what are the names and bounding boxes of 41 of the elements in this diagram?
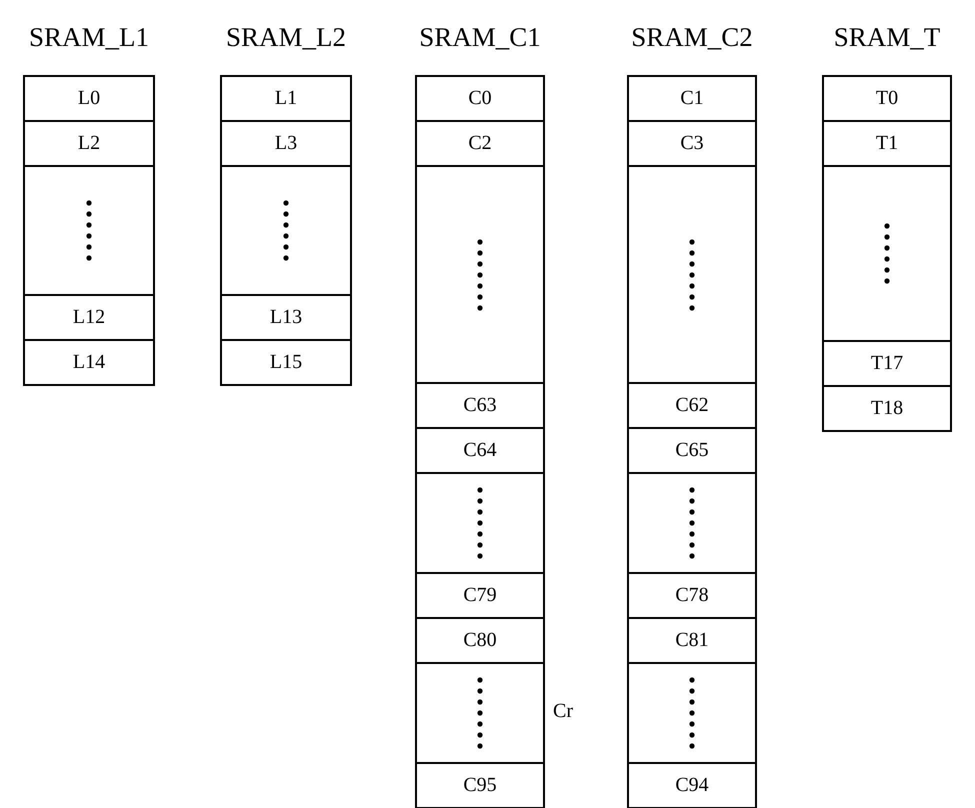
memory-cell: L12 <box>23 294 155 341</box>
memory-cell: C3 <box>627 120 757 167</box>
ellipsis-cell <box>822 165 952 342</box>
memory-cell: C0 <box>415 75 545 122</box>
ellipsis-cell <box>415 165 545 384</box>
ellipsis-cell <box>627 662 757 764</box>
memory-cell: C79 <box>415 572 545 619</box>
memory-cell: L0 <box>23 75 155 122</box>
region-label: Cr <box>553 700 573 723</box>
memory-cell: C65 <box>627 427 757 474</box>
memory-cell: C64 <box>415 427 545 474</box>
memory-cell: C2 <box>415 120 545 167</box>
memory-cell: L3 <box>220 120 352 167</box>
memory-cell: C1 <box>627 75 757 122</box>
memory-cell: C95 <box>415 762 545 808</box>
memory-heading: SRAM_C1 <box>419 22 541 53</box>
memory-cell: L2 <box>23 120 155 167</box>
memory-cell: C62 <box>627 382 757 429</box>
memory-cell: T18 <box>822 385 952 432</box>
ellipsis-cell <box>627 165 757 384</box>
memory-heading: SRAM_T <box>834 22 940 53</box>
memory-cell: C81 <box>627 617 757 664</box>
memory-heading: SRAM_L1 <box>28 22 150 53</box>
ellipsis-cell <box>415 662 545 764</box>
ellipsis-cell <box>415 472 545 574</box>
memory-cell: L14 <box>23 339 155 386</box>
memory-cell: C63 <box>415 382 545 429</box>
ellipsis-cell <box>627 472 757 574</box>
memory-cell: C94 <box>627 762 757 808</box>
memory-heading: SRAM_C2 <box>631 22 753 53</box>
memory-cell: T0 <box>822 75 952 122</box>
ellipsis-cell <box>23 165 155 296</box>
memory-cell: C78 <box>627 572 757 619</box>
memory-cell: T17 <box>822 340 952 387</box>
ellipsis-cell <box>220 165 352 296</box>
memory-cell: L1 <box>220 75 352 122</box>
memory-heading: SRAM_L2 <box>226 22 346 53</box>
memory-cell: C80 <box>415 617 545 664</box>
memory-cell: L15 <box>220 339 352 386</box>
memory-cell: T1 <box>822 120 952 167</box>
memory-cell: L13 <box>220 294 352 341</box>
